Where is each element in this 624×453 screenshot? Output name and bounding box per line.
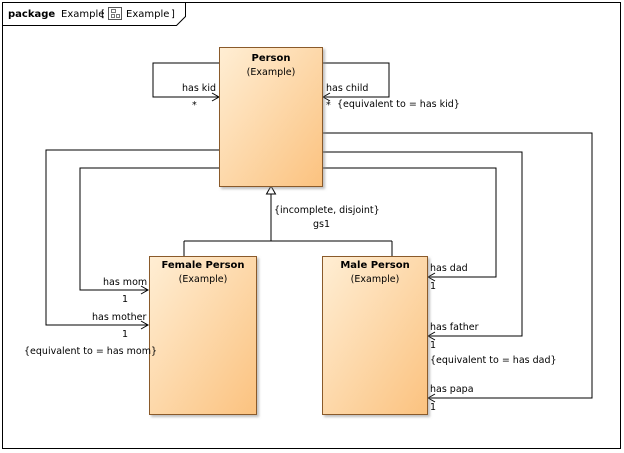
constraint-has-father: {equivalent to = has dad} [430, 355, 557, 366]
mult-has-kid: * [192, 100, 197, 111]
mult-has-papa: 1 [430, 402, 436, 413]
mult-has-dad: 1 [430, 281, 436, 292]
generalization-arrowhead [265, 184, 277, 195]
edge-has-kid[interactable] [152, 62, 219, 98]
constraint-has-mother: {equivalent to = has mom} [24, 346, 157, 357]
frame-name: Example [61, 9, 104, 20]
role-has-kid: has kid [182, 83, 216, 94]
package-frame [2, 2, 621, 449]
edge-has-mom[interactable] [79, 167, 219, 291]
edge-has-papa[interactable] [323, 132, 593, 399]
class-person-stereotype: (Example) [247, 67, 296, 78]
generalization-tree[interactable] [183, 193, 393, 256]
role-has-mom: has mom [103, 277, 147, 288]
arrowhead-has-mom [140, 285, 150, 295]
class-male-stereotype: (Example) [351, 274, 400, 285]
class-female-person[interactable]: Female Person (Example) [149, 256, 257, 415]
mult-has-father: 1 [430, 340, 436, 351]
constraint-has-child: {equivalent to = has kid} [337, 99, 460, 110]
generalization-set-name: gs1 [313, 219, 330, 230]
diagram-icon[interactable] [108, 7, 122, 20]
role-has-dad: has dad [430, 263, 468, 274]
class-person-name: Person [252, 53, 291, 64]
role-has-mother: has mother [92, 312, 146, 323]
role-has-father: has father [430, 322, 479, 333]
frame-tab [2, 2, 186, 26]
class-female-stereotype: (Example) [179, 274, 228, 285]
class-male-person[interactable]: Male Person (Example) [322, 256, 428, 415]
role-has-child: has child [326, 83, 368, 94]
class-male-name: Male Person [340, 260, 409, 271]
edge-has-dad[interactable] [323, 167, 497, 278]
frame-bracket-close: ] [171, 9, 175, 20]
edge-has-mother[interactable] [45, 149, 219, 326]
class-female-name: Female Person [161, 260, 244, 271]
arrowhead-has-mother [140, 320, 150, 330]
mult-has-mom: 1 [122, 294, 128, 305]
mult-has-child: * [326, 100, 331, 111]
frame-bracket-open: [ [101, 9, 105, 20]
frame-keyword: package [8, 9, 55, 20]
class-person[interactable]: Person (Example) [219, 47, 323, 187]
edge-has-child[interactable] [323, 62, 390, 98]
generalization-constraint: {incomplete, disjoint} [274, 205, 380, 216]
edge-has-father[interactable] [323, 151, 523, 337]
frame-ref-name[interactable]: Example [126, 9, 169, 20]
mult-has-mother: 1 [122, 329, 128, 340]
role-has-papa: has papa [430, 384, 474, 395]
